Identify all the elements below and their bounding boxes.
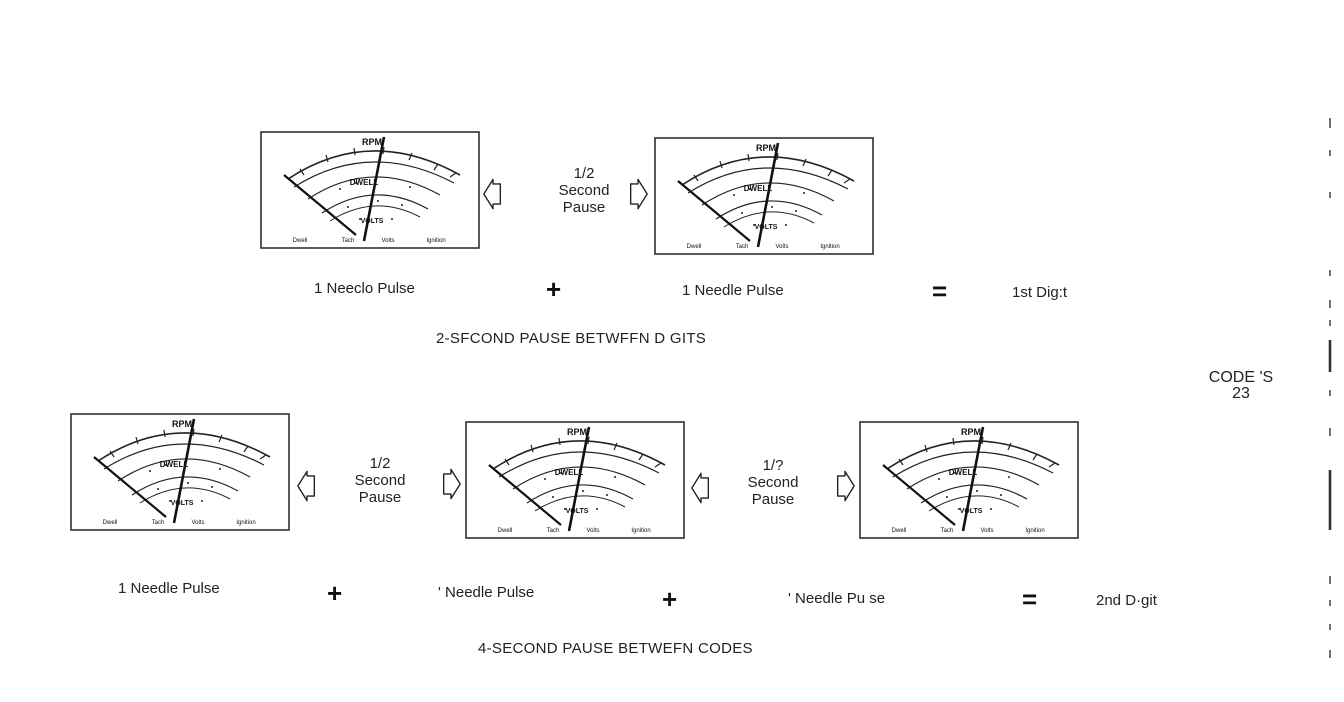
arrow-right-icon	[442, 468, 461, 500]
meter-row2-first: RPM DWELL VOLTS Dwell Tach Volts Ignitio…	[70, 413, 290, 531]
meter-mode-ignition: Ignition	[426, 238, 445, 244]
row2-label-3: ' Needle Pu se	[788, 590, 886, 607]
meter-volts-label: VOLTS	[566, 508, 589, 515]
meter-volts-label: VOLTS	[960, 508, 983, 515]
meter-rpm-label: RPM	[172, 419, 192, 429]
arrow-row2-c	[690, 472, 712, 504]
meter-dwell-label: DWELL	[555, 468, 584, 477]
meter-needle	[961, 426, 985, 532]
row2-result: 2nd D·git	[1096, 592, 1157, 609]
meter-mode-tach: Tach	[736, 244, 749, 250]
meter-mode-ignition: Ignition	[631, 528, 650, 534]
meter-mode-ignition: Ignition	[820, 244, 839, 250]
meter-dwell-label: DWELL	[949, 468, 978, 477]
meter-row2-third: RPM DWELL VOLTS Dwell Tach Volts Ignitio…	[859, 421, 1079, 539]
pause-label-row1: 1/2 Second Pause	[544, 165, 624, 216]
arrow-right-icon	[836, 470, 855, 502]
arrow-left-icon	[297, 470, 316, 502]
meter-mode-dwell: Dwell	[892, 528, 907, 534]
pause-second: Second	[747, 474, 799, 491]
arrow-left-icon	[483, 178, 502, 210]
meter-mode-dwell: Dwell	[103, 520, 118, 526]
meter-dwell-label: DWELL	[744, 184, 773, 193]
meter-mode-volts: Volts	[586, 528, 599, 534]
pause-second: Second	[354, 472, 406, 489]
meter-mode-tach: Tach	[152, 520, 165, 526]
meter-needle	[362, 136, 386, 242]
arrow-row2-a	[296, 470, 318, 502]
arrow-right-icon	[629, 178, 648, 210]
meter-rpm-label: RPM	[567, 427, 587, 437]
pause-label-row2-a: 1/2 Second Pause	[340, 455, 420, 506]
arrow-row1-a	[482, 178, 504, 210]
meter-row1-first: RPM DWELL VOLTS Dwell Tach Volts Ignitio…	[260, 131, 480, 249]
meter-mode-volts: Volts	[775, 244, 788, 250]
pause-word: Pause	[562, 199, 606, 216]
meter-volts-label: VOLTS	[755, 224, 778, 231]
arrow-row1-b	[627, 178, 649, 210]
meter-rpm-label: RPM	[756, 143, 776, 153]
meter-dwell-label: DWELL	[160, 460, 189, 469]
pause-word: Pause	[358, 489, 402, 506]
meter-mode-dwell: Dwell	[498, 528, 513, 534]
margin-scan-marks	[1328, 118, 1332, 658]
arrow-row2-d	[834, 470, 856, 502]
meter-graphic: RPM DWELL VOLTS Dwell Tach Volts Ignitio…	[859, 421, 1079, 539]
meter-needle	[756, 142, 780, 248]
arrow-row2-b	[440, 468, 462, 500]
meter-graphic: RPM DWELL VOLTS Dwell Tach Volts Ignitio…	[465, 421, 685, 539]
meter-graphic: RPM DWELL VOLTS Dwell Tach Volts Ignitio…	[654, 137, 874, 255]
code-title: CODE 'S	[1208, 369, 1274, 386]
pause-fraction: 1/2	[573, 165, 595, 182]
row2-plus-sign-2: +	[662, 584, 678, 614]
row2-plus-sign-1: +	[327, 578, 343, 608]
pause-label-row2-b: 1/? Second Pause	[733, 457, 813, 508]
code-indicator: CODE 'S 23	[1196, 370, 1286, 402]
meter-mode-volts: Volts	[381, 238, 394, 244]
row2-label-1: 1 Needle Pulse	[118, 580, 220, 597]
meter-graphic: RPM DWELL VOLTS Dwell Tach Volts Ignitio…	[70, 413, 290, 531]
meter-mode-tach: Tach	[547, 528, 560, 534]
meter-needle	[172, 418, 196, 524]
meter-needle	[567, 426, 591, 532]
meter-mode-tach: Tach	[941, 528, 954, 534]
meter-dwell-label: DWELL	[350, 178, 379, 187]
row1-right-label: 1 Needle Pulse	[682, 282, 784, 299]
meter-row1-second: RPM DWELL VOLTS Dwell Tach Volts Ignitio…	[654, 137, 874, 255]
pause-second: Second	[558, 182, 610, 199]
meter-mode-dwell: Dwell	[687, 244, 702, 250]
meter-mode-ignition: Ignition	[1025, 528, 1044, 534]
meter-mode-tach: Tach	[342, 238, 355, 244]
meter-mode-volts: Volts	[980, 528, 993, 534]
row1-left-label: 1 Neeclo Pulse	[314, 280, 415, 297]
meter-volts-label: VOLTS	[361, 218, 384, 225]
meter-rpm-label: RPM	[362, 137, 382, 147]
digit-pause-caption: 2-SFCOND PAUSE BETWFFN D GITS	[436, 330, 707, 347]
code-number: 23	[1232, 385, 1250, 402]
pause-fraction: 1/?	[762, 457, 784, 474]
meter-mode-ignition: Ignition	[236, 520, 255, 526]
meter-rpm-label: RPM	[961, 427, 981, 437]
pause-word: Pause	[751, 491, 795, 508]
row1-result: 1st Dig:t	[1012, 284, 1068, 301]
meter-row2-second: RPM DWELL VOLTS Dwell Tach Volts Ignitio…	[465, 421, 685, 539]
meter-volts-label: VOLTS	[171, 500, 194, 507]
row2-equals-sign: =	[1022, 584, 1038, 614]
pause-fraction: 1/2	[369, 455, 391, 472]
arrow-left-icon	[691, 472, 710, 504]
row2-label-2: ' Needle Pulse	[438, 584, 535, 601]
code-pause-caption: 4-SECOND PAUSE BETWEFN CODES	[478, 640, 753, 657]
meter-mode-dwell: Dwell	[293, 238, 308, 244]
meter-graphic: RPM DWELL VOLTS Dwell Tach Volts Ignitio…	[260, 131, 480, 249]
meter-mode-volts: Volts	[191, 520, 204, 526]
row1-equals-sign: =	[932, 276, 948, 306]
row1-plus-sign: +	[546, 274, 562, 304]
